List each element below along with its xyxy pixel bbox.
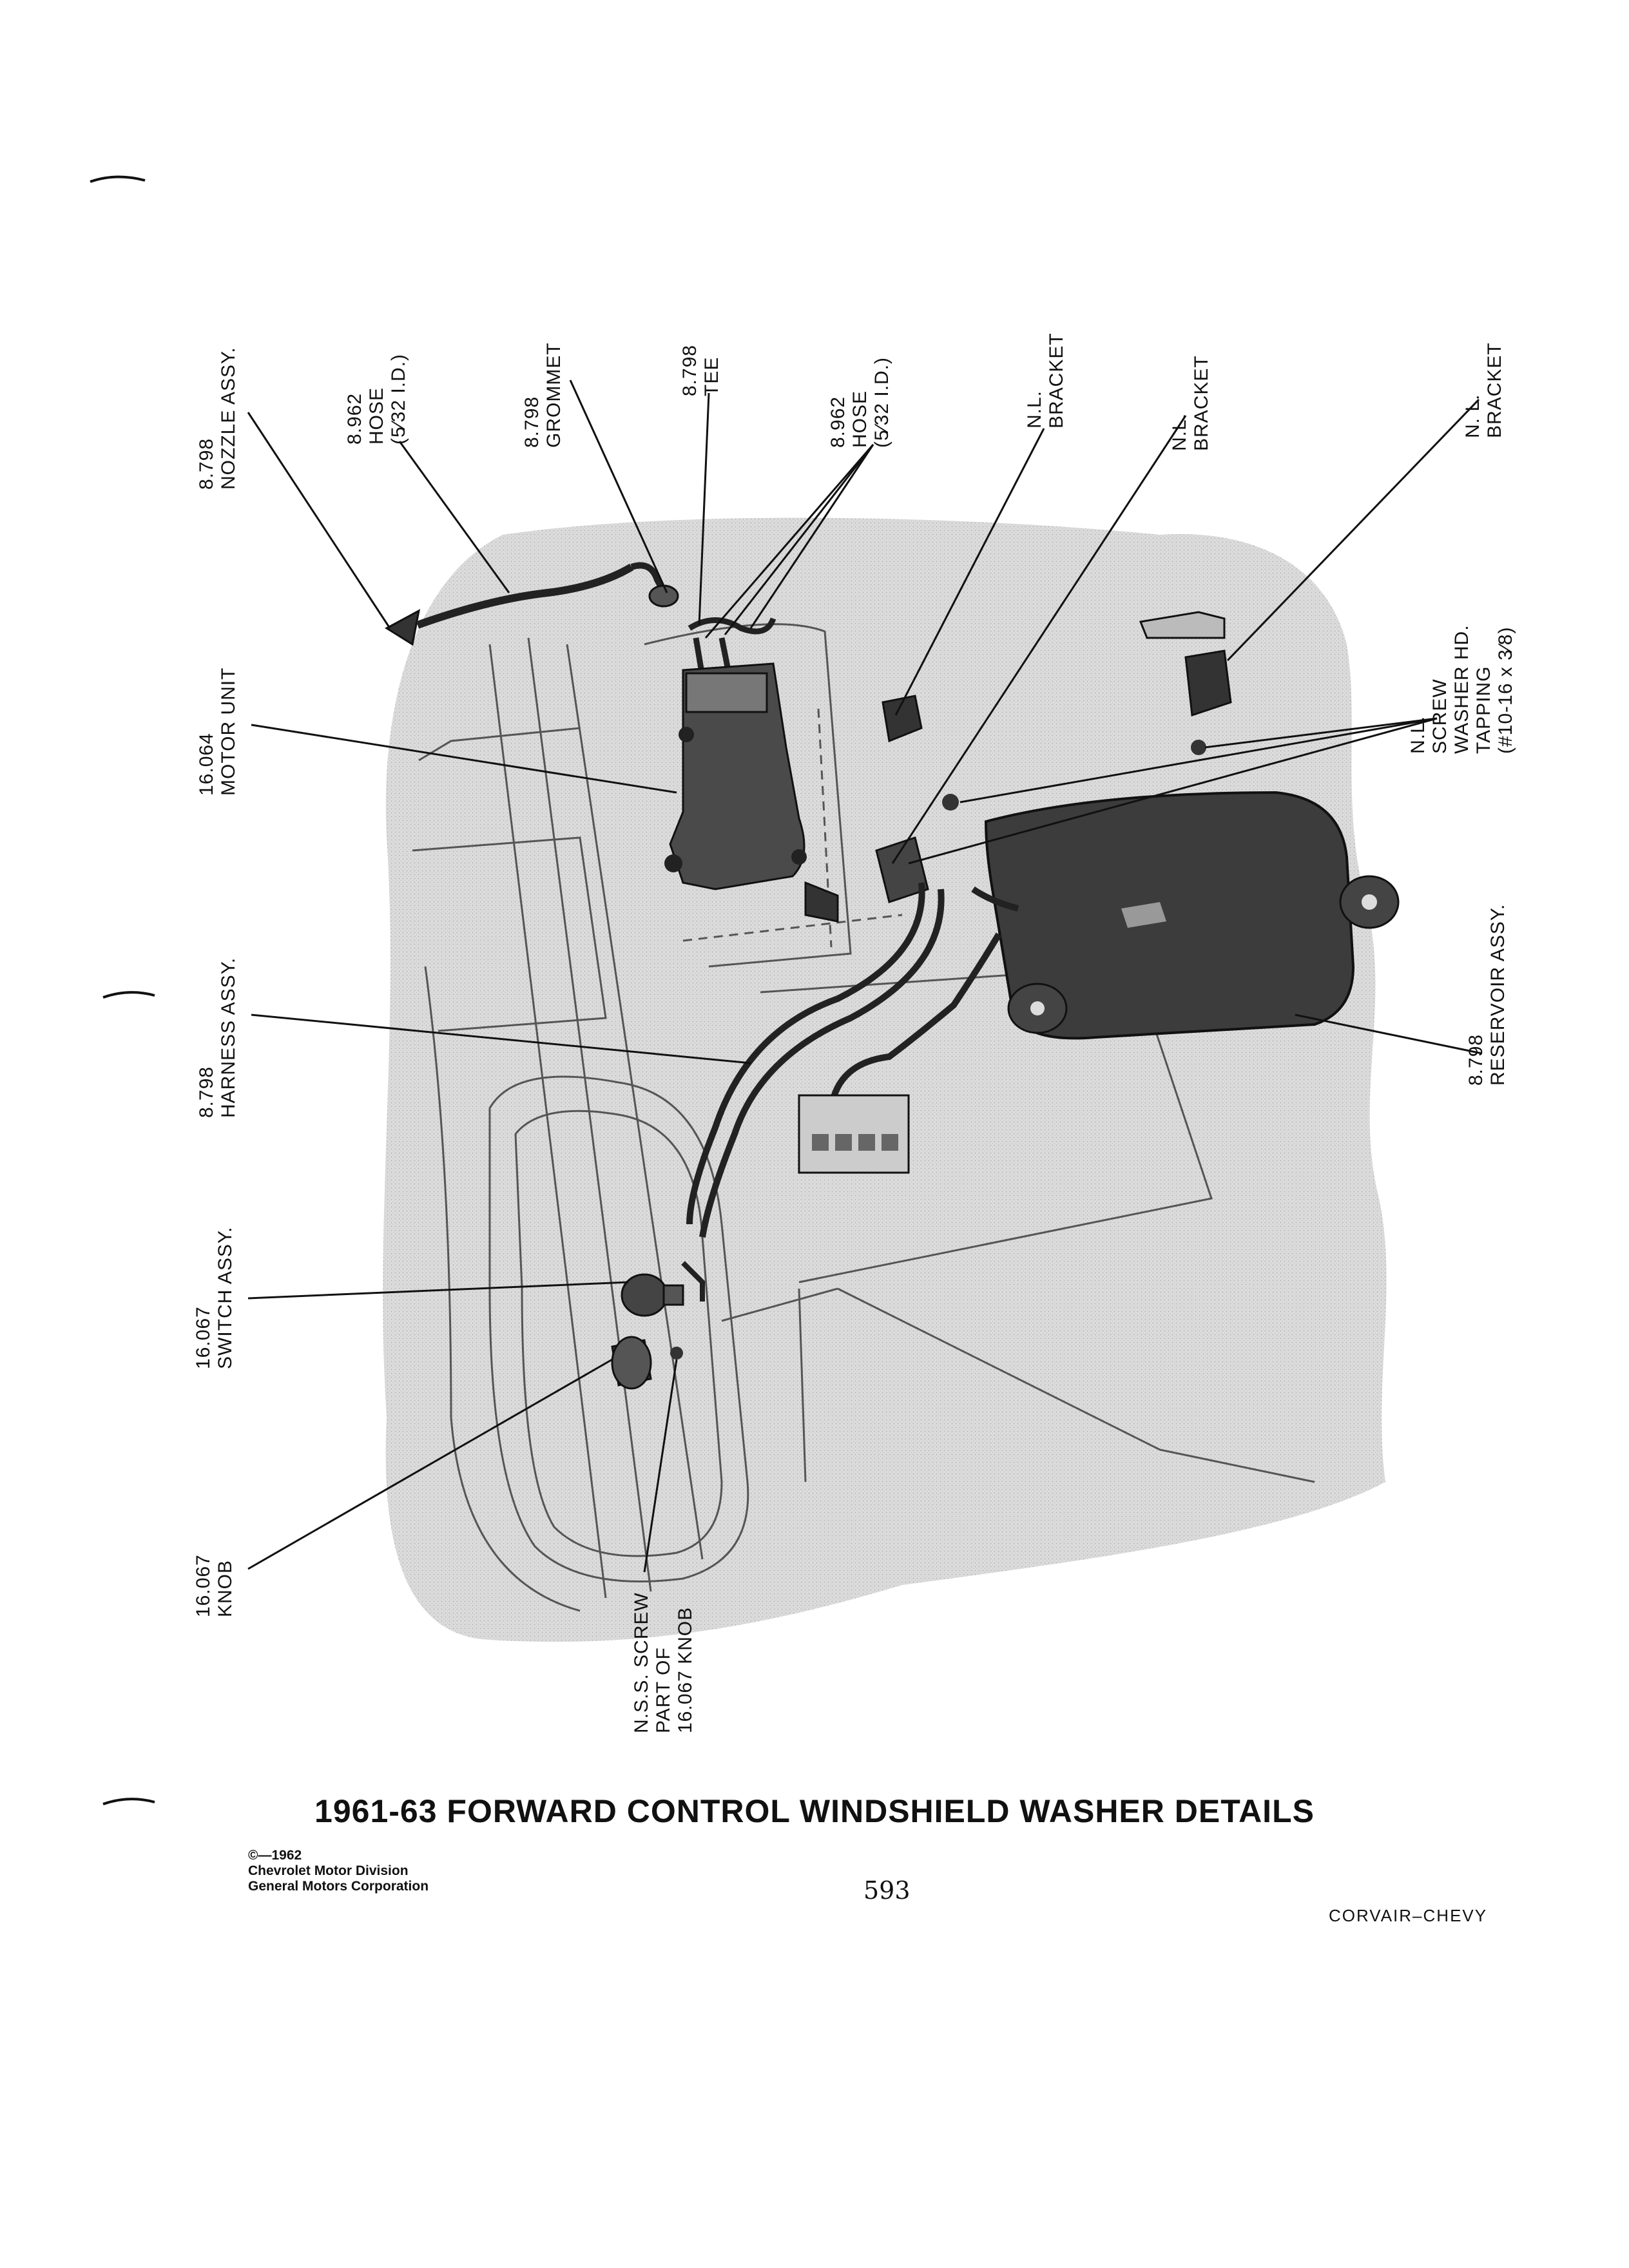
label-hose-right: 8.962 HOSE (5⁄32 I.D.) <box>827 357 892 448</box>
copyright-year: ©—1962 <box>248 1848 302 1863</box>
bracket-2-part <box>875 836 929 903</box>
page-number: 593 <box>863 1876 911 1905</box>
switch-part <box>621 1261 705 1317</box>
punch-mark <box>102 1798 155 1805</box>
copyright-corporation: General Motors Corporation <box>248 1879 429 1894</box>
nozzle-assembly <box>385 563 634 646</box>
brand-footer: CORVAIR–CHEVY <box>1329 1906 1488 1925</box>
label-bracket-3: N. L. BRACKET <box>1462 342 1505 438</box>
punch-mark <box>90 175 146 183</box>
leader-lines <box>247 380 1483 1573</box>
copyright-block: ©—1962 Chevrolet Motor Division General … <box>248 1848 429 1894</box>
label-grommet: 8.798 GROMMET <box>521 342 564 448</box>
label-reservoir: 8.798 RESERVOIR ASSY. <box>1465 904 1509 1086</box>
motor-unit-part <box>664 662 839 923</box>
label-harness: 8.798 HARNESS ASSY. <box>196 957 239 1118</box>
bracket-3-part <box>1139 611 1232 755</box>
label-bracket-1: N.L. BRACKET <box>1024 332 1067 428</box>
copyright-division: Chevrolet Motor Division <box>248 1863 409 1878</box>
hose-upper <box>630 562 673 604</box>
label-nss-screw: N.S.S. SCREW PART OF 16.067 KNOB <box>631 1586 696 1733</box>
screw-part <box>942 794 959 811</box>
grommet-part <box>648 584 679 608</box>
nss-screw-part <box>670 1347 683 1360</box>
reservoir-part <box>984 791 1400 1040</box>
label-motor-unit: 16.064 MOTOR UNIT <box>196 668 239 796</box>
knob-part <box>611 1336 652 1390</box>
label-bracket-2: N.L. BRACKET <box>1169 355 1212 451</box>
page-title: 1961-63 FORWARD CONTROL WINDSHIELD WASHE… <box>314 1793 1315 1829</box>
label-hose-left: 8.962 HOSE (5⁄32 I.D.) <box>344 354 409 445</box>
label-switch: 16.067 SWITCH ASSY. <box>193 1226 236 1369</box>
label-tapping-screw: N.L. SCREW WASHER HD. TAPPING (#10-16 x … <box>1407 619 1516 754</box>
label-knob: 16.067 KNOB <box>193 1548 236 1617</box>
connector-block <box>798 1094 910 1174</box>
label-nozzle: 8.798 NOZZLE ASSY. <box>196 347 239 490</box>
harness-part <box>686 882 1019 1238</box>
punch-mark <box>102 991 155 999</box>
label-tee: 8.798 TEE <box>679 339 722 396</box>
